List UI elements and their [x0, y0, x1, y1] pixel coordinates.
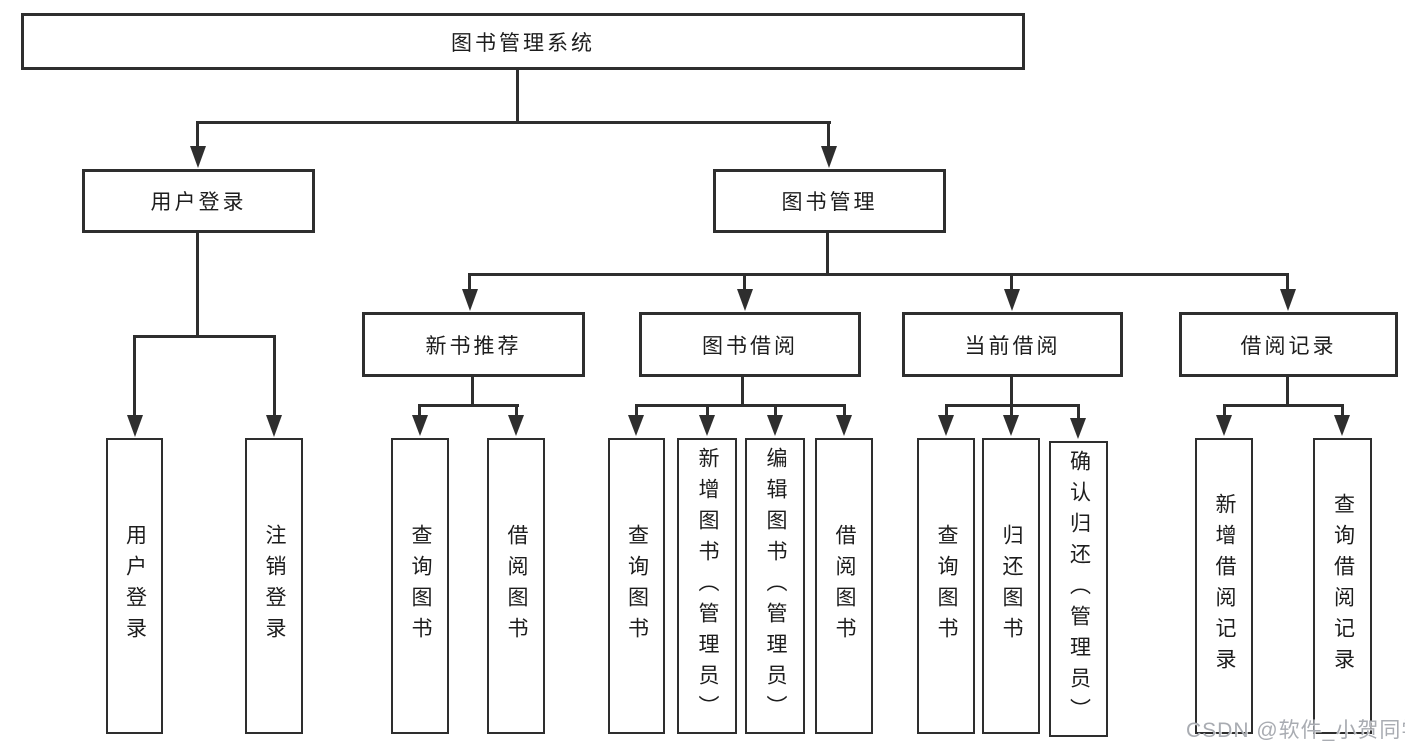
arrowhead-recommend-leaf-2: [508, 415, 524, 436]
connector-current-drop-3: [1077, 404, 1080, 421]
arrowhead-book-mgmt: [821, 146, 837, 168]
node-current-borrow: 当前借阅: [902, 312, 1123, 377]
connector-recommend-drop-2: [515, 404, 518, 418]
leaf-recommend-borrow-book: 借阅图书: [487, 438, 545, 734]
node-label: 注销登录: [263, 524, 286, 648]
arrowhead-borrow-leaf-3: [767, 415, 783, 436]
leaf-query-borrow-record: 查询借阅记录: [1313, 438, 1372, 734]
connector-borrow-rail: [635, 404, 846, 407]
connector-borrow-drop-2: [706, 404, 709, 418]
node-label: 新增借阅记录: [1213, 493, 1236, 679]
arrowhead-current-leaf-3: [1070, 418, 1086, 439]
node-label: 借阅图书: [505, 524, 528, 648]
node-label: 查询借阅记录: [1331, 493, 1355, 679]
connector-l3-drop-3: [1010, 273, 1013, 293]
arrowhead-borrow-leaf-2: [699, 415, 715, 436]
node-new-book-recommend: 新书推荐: [362, 312, 585, 377]
leaf-user-login: 用户登录: [106, 438, 163, 734]
connector-l2-drop-left: [196, 121, 199, 149]
node-label: 新增图书（管理员）: [696, 446, 719, 726]
connector-login-drop-1: [133, 335, 136, 417]
node-user-login: 用户登录: [82, 169, 315, 233]
node-book-borrow: 图书借阅: [639, 312, 861, 377]
node-label: 图书管理系统: [451, 31, 595, 55]
arrowhead-current-leaf-2: [1003, 415, 1019, 436]
arrowhead-record: [1280, 289, 1296, 311]
node-label: 查询图书: [625, 524, 649, 648]
csdn-watermark: CSDN @软件_小贺同学: [1186, 719, 1405, 742]
node-label: 用户登录: [123, 524, 147, 648]
node-label: 借阅记录: [1240, 334, 1337, 358]
arrowhead-borrow-leaf-4: [836, 415, 852, 436]
connector-l3-drop-1: [468, 273, 471, 293]
connector-l3-rail: [469, 273, 1289, 276]
connector-mgmt-stub: [826, 233, 829, 275]
leaf-add-borrow-record: 新增借阅记录: [1195, 438, 1253, 734]
leaf-logout: 注销登录: [245, 438, 303, 734]
connector-record-stub: [1286, 377, 1289, 407]
node-label: 当前借阅: [964, 334, 1061, 358]
connector-record-drop-2: [1341, 404, 1344, 418]
arrowhead-record-leaf-2: [1334, 415, 1350, 436]
arrowhead-login-leaf-2: [266, 415, 282, 437]
connector-current-drop-1: [945, 404, 948, 418]
connector-borrow-drop-3: [774, 404, 777, 418]
node-label: 图书借阅: [702, 334, 798, 358]
connector-borrow-drop-1: [635, 404, 638, 418]
connector-current-drop-2: [1010, 404, 1013, 418]
node-label: 编辑图书（管理员）: [764, 446, 787, 726]
arrowhead-borrow: [737, 289, 753, 311]
node-label: 归还图书: [1000, 524, 1023, 648]
connector-current-stub: [1010, 377, 1013, 407]
connector-login-stub: [196, 233, 199, 337]
connector-login-rail: [134, 335, 275, 338]
connector-root-stub: [516, 70, 519, 123]
node-label: 用户登录: [150, 191, 247, 214]
arrowhead-login-leaf-1: [127, 415, 143, 437]
node-borrow-record: 借阅记录: [1179, 312, 1398, 377]
node-library-system-root: 图书管理系统: [21, 13, 1025, 70]
arrowhead-current-leaf-1: [938, 415, 954, 436]
node-book-mgmt: 图书管理: [713, 169, 946, 233]
connector-l3-drop-4: [1286, 273, 1289, 293]
node-label: 新书推荐: [425, 334, 522, 358]
arrowhead-current: [1004, 289, 1020, 311]
leaf-edit-book-admin: 编辑图书（管理员）: [745, 438, 805, 734]
arrowhead-user-login: [190, 146, 206, 168]
arrowhead-recommend: [462, 289, 478, 311]
node-label: 图书管理: [781, 191, 878, 214]
connector-recommend-drop-1: [418, 404, 421, 418]
leaf-return-book: 归还图书: [982, 438, 1040, 734]
leaf-borrow-query-book: 查询图书: [608, 438, 665, 734]
arrowhead-record-leaf-1: [1216, 415, 1232, 436]
connector-borrow-drop-4: [843, 404, 846, 418]
connector-borrow-stub: [741, 377, 744, 407]
leaf-current-query-book: 查询图书: [917, 438, 975, 734]
node-label: 确认归还（管理员）: [1067, 449, 1091, 729]
connector-l2-drop-right: [827, 121, 830, 149]
connector-record-rail: [1223, 404, 1344, 407]
leaf-add-book-admin: 新增图书（管理员）: [677, 438, 737, 734]
node-label: 查询图书: [409, 524, 432, 648]
node-label: 借阅图书: [833, 524, 856, 648]
leaf-recommend-query-book: 查询图书: [391, 438, 449, 734]
arrowhead-borrow-leaf-1: [628, 415, 644, 436]
connector-l3-drop-2: [743, 273, 746, 293]
arrowhead-recommend-leaf-1: [412, 415, 428, 436]
connector-l2-rail: [197, 121, 831, 124]
node-label: 查询图书: [935, 524, 958, 648]
connector-record-drop-1: [1223, 404, 1226, 418]
leaf-confirm-return-admin: 确认归还（管理员）: [1049, 441, 1108, 737]
leaf-borrow-book: 借阅图书: [815, 438, 873, 734]
connector-recommend-stub: [471, 377, 474, 407]
connector-login-drop-2: [273, 335, 276, 417]
connector-recommend-rail: [418, 404, 519, 407]
